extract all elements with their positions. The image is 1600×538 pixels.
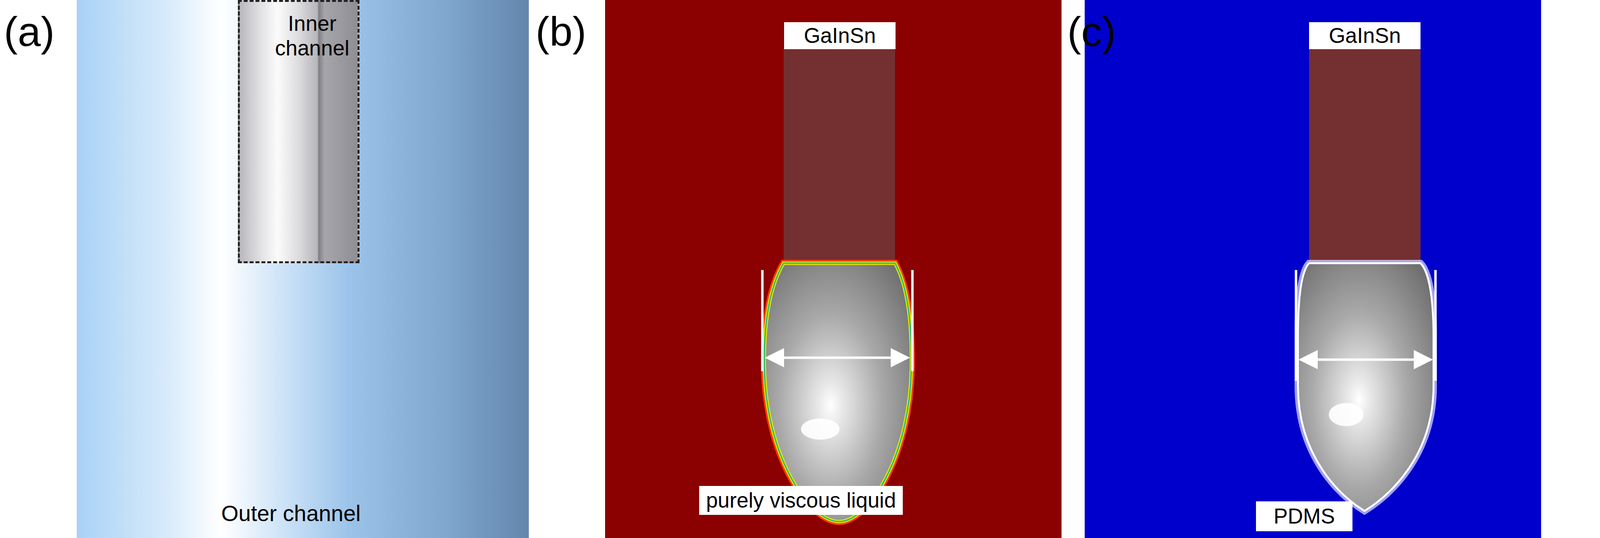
material-name: GaInSn bbox=[803, 25, 876, 47]
width-arrow bbox=[767, 357, 908, 360]
interface-line bbox=[764, 263, 912, 523]
interface-glow bbox=[764, 263, 912, 523]
droplet bbox=[764, 263, 912, 523]
highlight bbox=[800, 418, 840, 441]
width-arrow bbox=[1300, 358, 1431, 362]
droplet bbox=[1297, 263, 1434, 512]
channel-label: Outer channel bbox=[170, 501, 412, 527]
inner-channel: Inner channel bbox=[237, 0, 360, 264]
viscous-liquid-domain bbox=[605, 0, 1062, 538]
dimension-line bbox=[1434, 270, 1437, 382]
panel-letter: (c) bbox=[1067, 10, 1116, 53]
channel-label: Inner channel bbox=[268, 11, 356, 61]
material-label: GaInSn bbox=[1309, 22, 1421, 50]
dimension-line bbox=[911, 270, 914, 372]
material-name: PDMS bbox=[1273, 506, 1335, 528]
dimension-line bbox=[761, 270, 764, 372]
material-name: purely viscous liquid bbox=[705, 490, 897, 512]
material-name: GaInSn bbox=[1328, 25, 1401, 47]
panel-letter: (a) bbox=[3, 10, 55, 53]
galinstan-column bbox=[1309, 48, 1421, 264]
outer-channel: Outer channel Inner channel bbox=[76, 0, 529, 538]
highlight bbox=[1328, 403, 1364, 427]
fluid-label: PDMS bbox=[1255, 501, 1353, 532]
fluid-label: purely viscous liquid bbox=[699, 486, 903, 516]
dimension-line bbox=[1295, 270, 1298, 382]
panel-letter: (b) bbox=[535, 10, 587, 53]
pdms-domain bbox=[1084, 0, 1542, 538]
galinstan-column bbox=[783, 48, 896, 264]
material-label: GaInSn bbox=[784, 22, 896, 50]
interface-glow bbox=[1297, 263, 1434, 512]
